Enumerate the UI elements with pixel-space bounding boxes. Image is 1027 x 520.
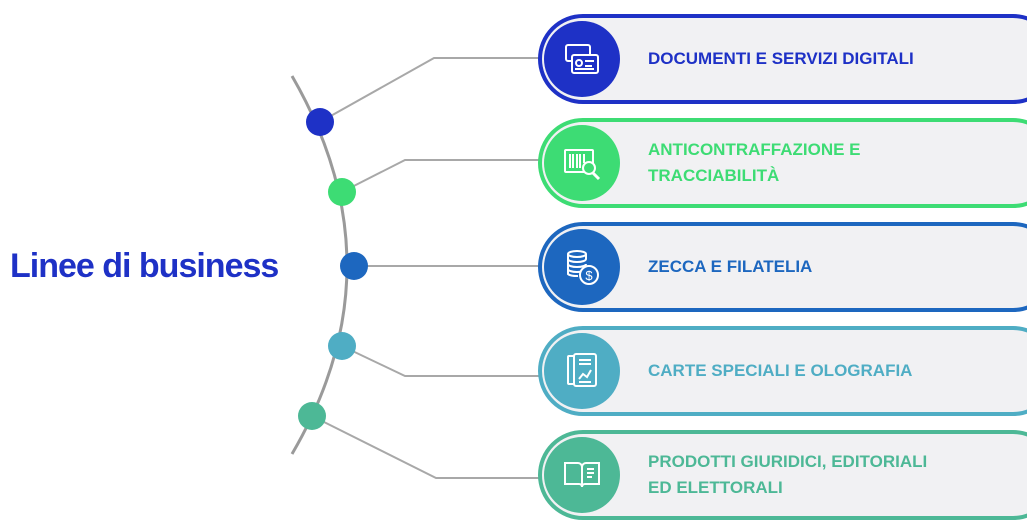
icon-badge <box>544 21 620 97</box>
dot-1 <box>306 108 334 136</box>
id-cards-icon <box>565 44 599 74</box>
business-line-label: DOCUMENTI E SERVIZI DIGITALI <box>648 49 914 68</box>
dot-4 <box>328 332 356 360</box>
business-line-prodotti-giuridici: PRODOTTI GIURIDICI, EDITORIALI ED ELETTO… <box>538 430 1027 520</box>
business-line-documenti: DOCUMENTI E SERVIZI DIGITALI <box>538 14 1027 104</box>
connector-line-5 <box>311 415 540 479</box>
business-line-anticontraffazione: ANTICONTRAFFAZIONE E TRACCIABILITÀ <box>538 118 1027 208</box>
connector-line-1 <box>319 57 540 123</box>
coins-icon: $ <box>567 250 599 285</box>
business-line-carte-speciali: CARTE SPECIALI E OLOGRAFIA <box>538 326 1027 416</box>
dot-2 <box>328 178 356 206</box>
connector-line-2 <box>341 159 540 193</box>
business-line-label: ANTICONTRAFFAZIONE E TRACCIABILITÀ <box>648 140 861 185</box>
business-line-zecca: $ ZECCA E FILATELIA <box>538 222 1027 312</box>
dot-5 <box>298 402 326 430</box>
document-chart-icon <box>567 353 597 387</box>
icon-badge <box>544 437 620 513</box>
icon-badge: $ <box>544 229 620 305</box>
diagram-title: Linee di business <box>10 247 279 285</box>
open-book-icon <box>564 462 600 488</box>
dot-3 <box>340 252 368 280</box>
business-line-label: ZECCA E FILATELIA <box>648 257 813 276</box>
icon-badge <box>544 333 620 409</box>
connector-line-4 <box>341 345 540 377</box>
icon-badge <box>544 125 620 201</box>
business-line-label: PRODOTTI GIURIDICI, EDITORIALI ED ELETTO… <box>648 452 928 497</box>
business-line-label: CARTE SPECIALI E OLOGRAFIA <box>648 361 913 380</box>
svg-text:$: $ <box>585 268 593 283</box>
barcode-search-icon <box>564 149 601 181</box>
